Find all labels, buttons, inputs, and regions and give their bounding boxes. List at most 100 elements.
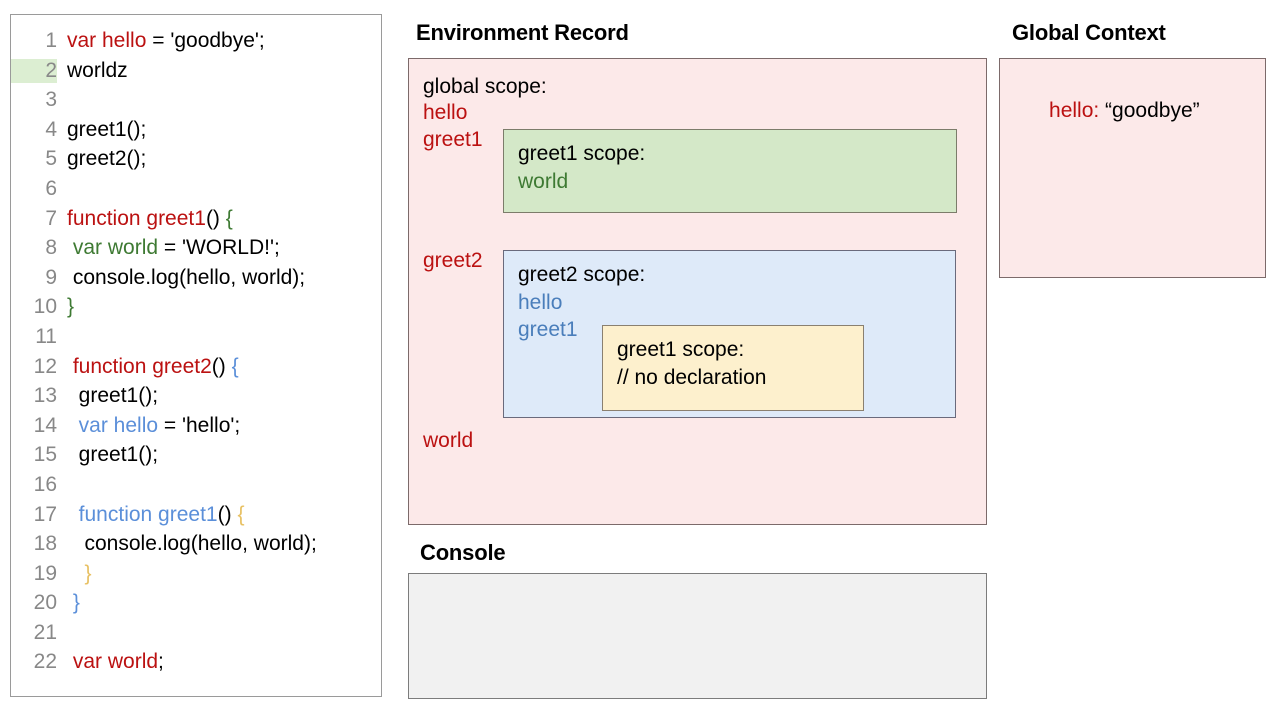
code-line[interactable]: 13 greet1();: [11, 384, 381, 414]
code-line-text: console.log(hello, world);: [57, 532, 317, 556]
code-token: = 'goodbye';: [146, 29, 265, 52]
code-token: (): [211, 354, 232, 378]
code-token: }: [72, 591, 80, 615]
code-line[interactable]: 6: [11, 177, 381, 207]
code-token: var hello: [67, 29, 147, 52]
line-number: 18: [33, 532, 57, 556]
code-line[interactable]: 12 function greet2() {: [11, 355, 381, 385]
line-number: 11: [35, 324, 57, 348]
code-line[interactable]: 11: [11, 325, 381, 355]
code-line-text: function greet1() {: [57, 207, 233, 231]
line-number: 3: [45, 88, 57, 112]
line-number: 14: [33, 413, 57, 437]
global-binding-world: world: [423, 429, 474, 452]
line-number: 6: [45, 176, 57, 200]
inner-greet1-scope-heading: greet1 scope:: [617, 338, 745, 361]
code-token: greet1();: [67, 384, 159, 408]
line-number: 20: [33, 591, 57, 615]
code-token: var world: [72, 650, 159, 674]
code-line-text: greet2();: [57, 147, 146, 171]
code-line[interactable]: 10}: [11, 295, 381, 325]
code-token: [67, 562, 85, 585]
line-number: 9: [45, 265, 57, 289]
greet1-scope-box: greet1 scope: world: [503, 129, 957, 213]
line-number: 2: [11, 58, 57, 83]
line-number: 19: [33, 561, 57, 585]
code-line[interactable]: 21: [11, 621, 381, 651]
greet2-scope-box: greet2 scope: hello greet1 greet1 scope:…: [503, 250, 956, 418]
code-line-text: function greet2() {: [57, 355, 239, 379]
global-context-box: hello: “goodbye”: [999, 58, 1266, 278]
code-token: {: [225, 206, 233, 230]
code-line[interactable]: 14 var hello = 'hello';: [11, 414, 381, 444]
code-token: var hello: [78, 413, 159, 437]
code-token: function greet1: [67, 206, 206, 230]
line-number: 16: [33, 472, 57, 496]
code-token: [67, 414, 79, 437]
environment-record-title: Environment Record: [416, 20, 629, 45]
code-line[interactable]: 15 greet1();: [11, 443, 381, 473]
console-output-box[interactable]: [408, 573, 987, 699]
global-scope-heading: global scope:: [423, 75, 547, 98]
code-line-text: var world = 'WORLD!';: [57, 236, 280, 260]
line-number: 7: [45, 206, 57, 230]
code-line-text: var hello = 'hello';: [57, 413, 241, 438]
code-token: function greet1: [78, 502, 218, 526]
global-binding-greet1: greet1: [423, 128, 483, 151]
code-token: {: [231, 354, 239, 378]
code-token: worldz: [67, 58, 128, 82]
line-number: 12: [33, 354, 57, 378]
greet1-binding-world: world: [518, 170, 569, 193]
code-token: (): [217, 502, 238, 526]
code-line-text: var hello = 'goodbye';: [57, 29, 265, 53]
code-line-text: greet1();: [57, 443, 158, 467]
code-token: console.log(hello, world);: [67, 265, 306, 289]
code-line-text: worldz: [57, 59, 128, 83]
code-line[interactable]: 2 worldz: [11, 58, 381, 89]
code-line[interactable]: 4 greet1();: [11, 118, 381, 148]
code-token: = 'hello';: [158, 413, 241, 437]
code-line[interactable]: 17 function greet1() {: [11, 503, 381, 533]
inner-greet1-no-declaration: // no declaration: [617, 366, 767, 389]
code-line-text: }: [57, 591, 80, 615]
global-context-entry-value: “goodbye”: [1099, 99, 1200, 122]
line-number: 22: [33, 650, 57, 674]
code-line[interactable]: 8 var world = 'WORLD!';: [11, 236, 381, 266]
code-token: }: [84, 561, 92, 585]
global-binding-hello: hello: [423, 101, 468, 124]
code-line-text: greet1();: [57, 384, 158, 408]
greet1-scope-heading: greet1 scope:: [518, 142, 646, 165]
code-token: var world: [72, 236, 159, 260]
code-token: = 'WORLD!';: [158, 236, 280, 260]
code-token: greet1();: [67, 117, 147, 141]
code-token: ;: [158, 650, 164, 674]
code-line-text: greet1();: [57, 118, 146, 142]
line-number: 13: [33, 384, 57, 408]
code-line[interactable]: 18 console.log(hello, world);: [11, 532, 381, 562]
code-token: (): [205, 206, 226, 230]
code-line-text: var world;: [57, 650, 164, 674]
line-number: 1: [45, 29, 57, 52]
code-line[interactable]: 19 }: [11, 562, 381, 592]
code-line-text: }: [57, 562, 92, 586]
code-token: function greet2: [72, 354, 212, 378]
global-context-title: Global Context: [1012, 20, 1166, 45]
code-line[interactable]: 3: [11, 88, 381, 118]
code-line[interactable]: 20 }: [11, 591, 381, 621]
line-number: 4: [45, 117, 57, 141]
code-token: {: [237, 502, 245, 526]
code-line[interactable]: 9 console.log(hello, world);: [11, 266, 381, 296]
code-token: }: [67, 295, 75, 319]
line-number: 5: [45, 147, 57, 171]
global-binding-greet2: greet2: [423, 249, 483, 272]
code-token: [67, 503, 79, 526]
code-line[interactable]: 22 var world;: [11, 650, 381, 680]
code-line[interactable]: 16: [11, 473, 381, 503]
console-title: Console: [420, 540, 506, 565]
